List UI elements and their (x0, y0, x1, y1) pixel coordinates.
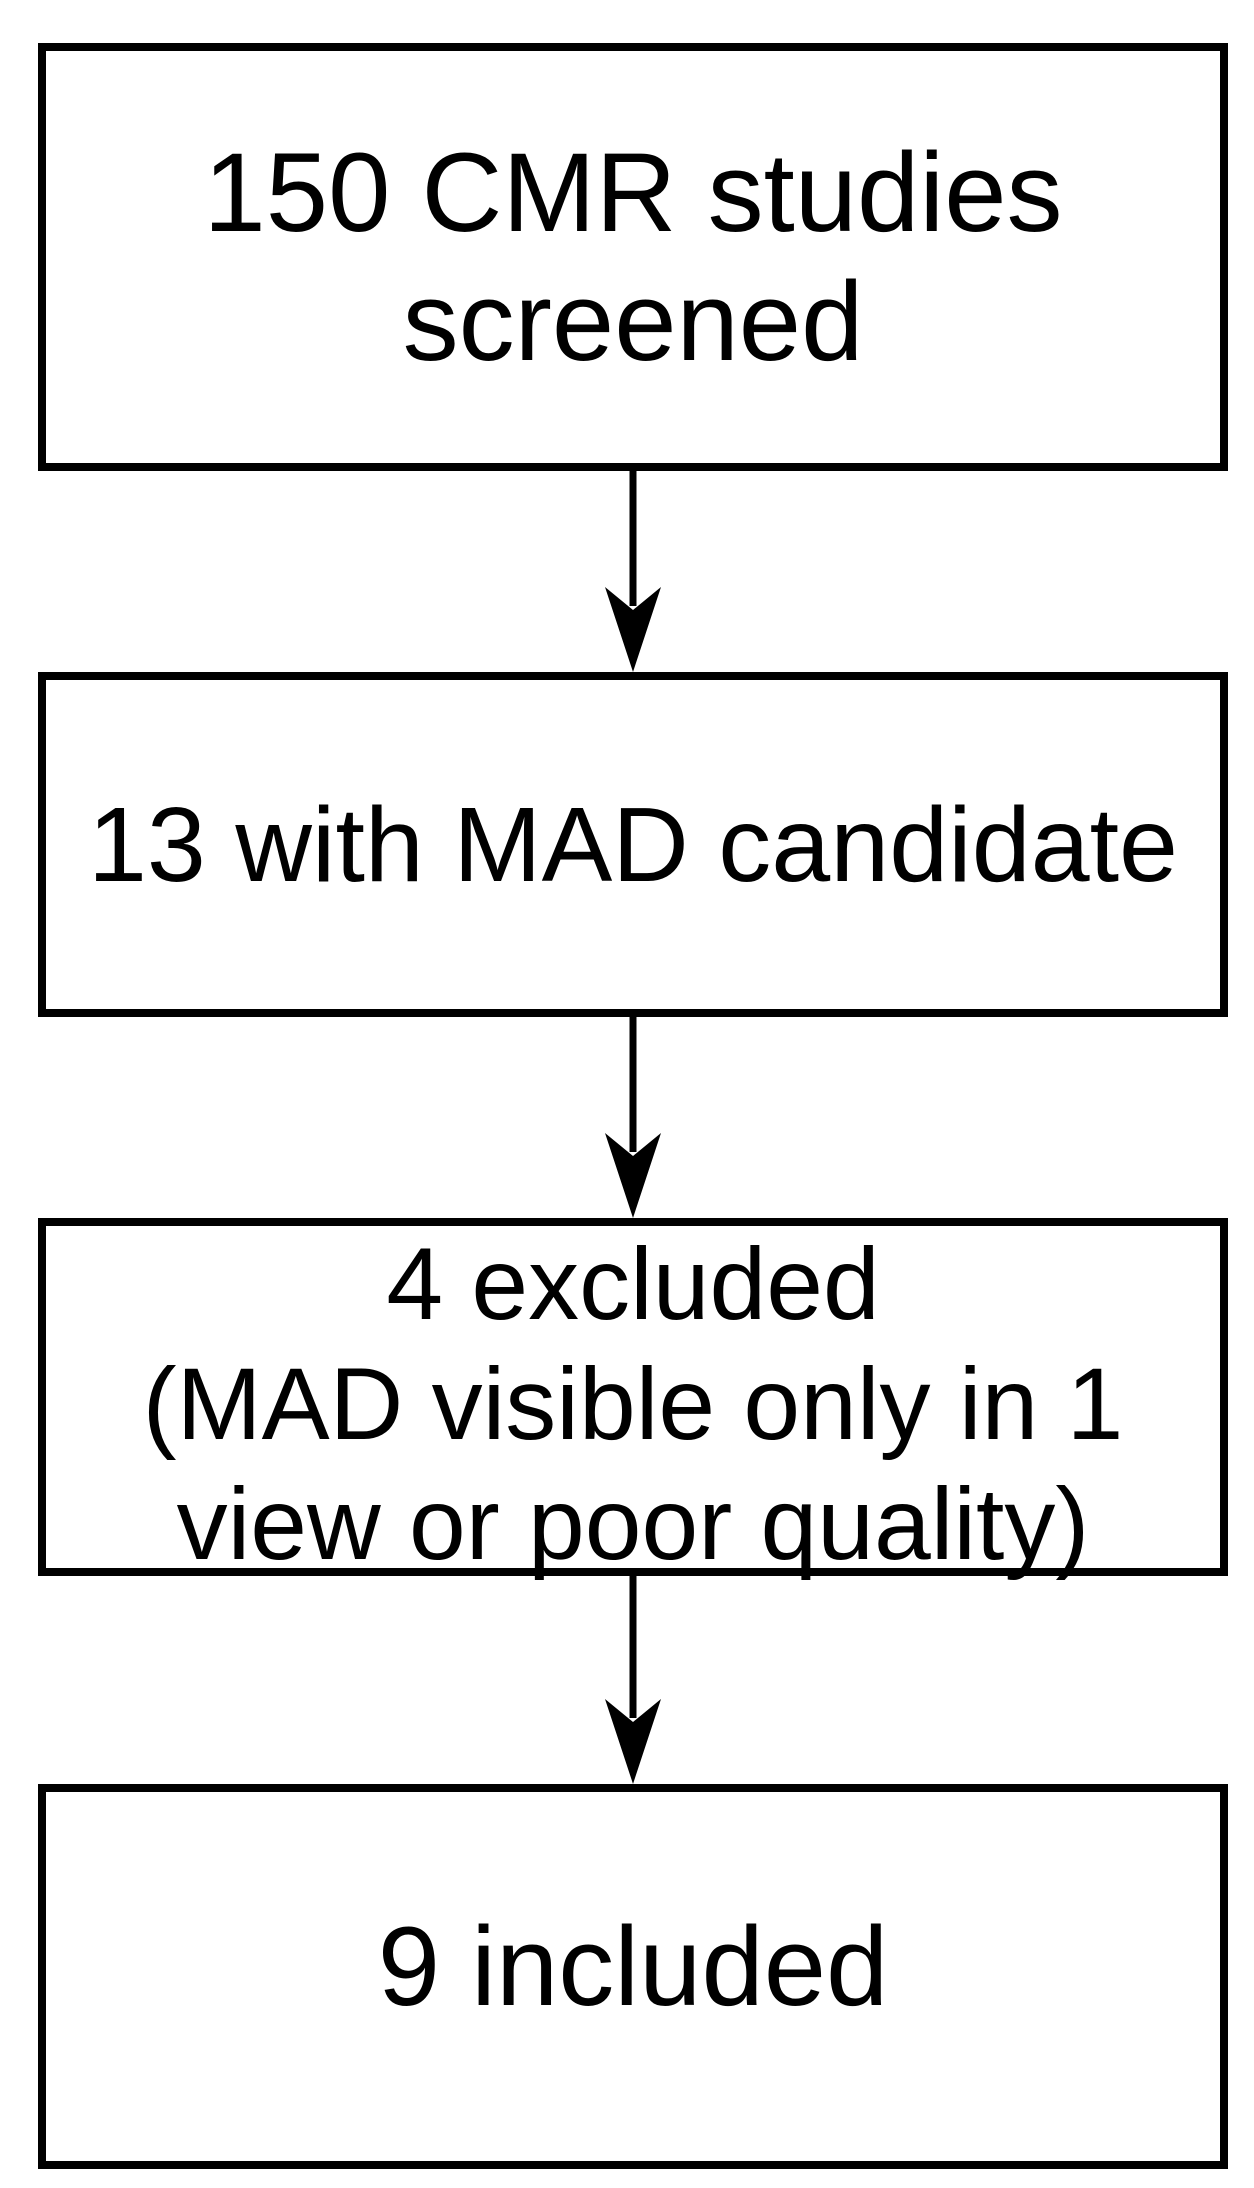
flow-box-screened: 150 CMR studies screened (38, 43, 1228, 471)
box-excluded-line-3: view or poor quality) (176, 1467, 1090, 1581)
box-mad-candidate-line-1: 13 with MAD candidate (87, 785, 1179, 904)
box-screened-line-1: 150 CMR studies (203, 130, 1063, 255)
flow-box-mad-candidate: 13 with MAD candidate (38, 672, 1228, 1017)
box-included-line-1: 9 included (377, 1904, 889, 2029)
flow-box-included: 9 included (38, 1784, 1228, 2169)
arrow-down-icon (605, 471, 661, 672)
box-excluded-line-1: 4 excluded (386, 1227, 880, 1341)
flow-box-excluded: 4 excluded (MAD visible only in 1 view o… (38, 1218, 1228, 1581)
arrow-down-icon (605, 1017, 661, 1218)
arrow-down-icon (605, 1576, 661, 1784)
box-screened-line-2: screened (402, 259, 864, 384)
box-excluded-line-2: (MAD visible only in 1 (142, 1347, 1124, 1461)
